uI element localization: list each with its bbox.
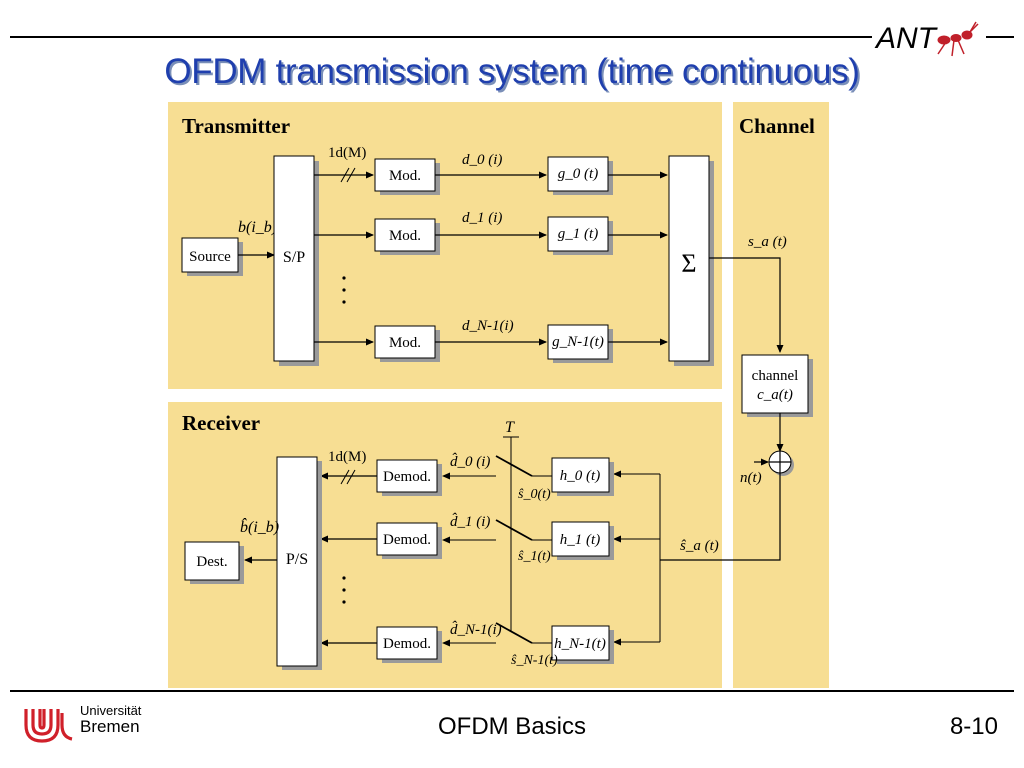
rx-filter-label-1: h_1 (t) <box>560 532 600 548</box>
mod-label-2: Mod. <box>389 335 421 351</box>
demod-block-2 <box>376 626 438 660</box>
sp-label: S/P <box>283 249 305 266</box>
receiver-panel <box>168 402 722 688</box>
rx-sample-2: ŝ_N-1(t) <box>511 653 558 668</box>
ant-logo: ANT <box>874 21 979 57</box>
sum-block <box>668 155 710 362</box>
rx-dot-1 <box>342 576 346 580</box>
tx-dot-3 <box>342 300 346 304</box>
tx-output-label: s_a (t) <box>748 234 787 250</box>
tx-filter-block-2 <box>547 324 609 360</box>
channel-label: Channel <box>739 114 815 138</box>
demod-label-2: Demod. <box>383 636 431 652</box>
mod-label-0: Mod. <box>389 168 421 184</box>
demod-block-1 <box>376 522 438 556</box>
transmitter-panel <box>168 102 722 389</box>
rx-symbol-1: d̂_1 (i) <box>450 513 490 530</box>
dest-block <box>184 541 240 581</box>
tx-bits-label: 1d(M) <box>328 145 366 161</box>
rx-filter-label-0: h_0 (t) <box>560 468 600 484</box>
tx-dot-1 <box>342 276 346 280</box>
footer-title: OFDM Basics <box>437 713 586 740</box>
sample-time-label: T <box>505 419 515 436</box>
rx-sample-0: ŝ_0(t) <box>518 487 551 502</box>
rx-output-signal: b̂(i_b) <box>240 517 279 536</box>
channel-block-line1: channel <box>752 368 799 384</box>
sp-block <box>273 155 315 362</box>
rx-filter-block-0 <box>551 457 610 493</box>
ps-block <box>276 456 318 667</box>
rx-sample-1: ŝ_1(t) <box>518 549 551 564</box>
mod-block-2 <box>374 325 436 359</box>
rx-dot-3 <box>342 600 346 604</box>
university-name: Universität Bremen <box>80 704 141 736</box>
tx-filter-label-0: g_0 (t) <box>558 166 598 182</box>
channel-block-line2: c_a(t) <box>757 387 793 403</box>
noise-label: n(t) <box>740 470 762 486</box>
rx-symbol-0: d̂_0 (i) <box>450 453 490 470</box>
page-number: 8-10 <box>949 713 998 740</box>
tx-dot-2 <box>342 288 346 292</box>
page-title: OFDM transmission system (time continuou… <box>164 52 860 91</box>
sum-label: Σ <box>681 249 696 278</box>
ant-logo-text: ANT <box>874 22 939 55</box>
tx-symbol-2: d_N-1(i) <box>462 318 514 334</box>
ant-insect-icon <box>937 21 979 57</box>
rx-input-label: ŝ_a (t) <box>680 538 719 554</box>
source-label: Source <box>189 249 231 265</box>
rx-symbol-2: d̂_N-1(i) <box>450 621 502 638</box>
demod-label-1: Demod. <box>383 532 431 548</box>
rx-bits-label: 1d(M) <box>328 449 366 465</box>
receiver-label: Receiver <box>182 411 260 435</box>
rx-filter-block-2 <box>551 625 610 661</box>
university-line-1: Universität <box>80 703 142 718</box>
tx-filter-block-0 <box>547 156 609 192</box>
university-logo-icon <box>24 709 73 743</box>
ps-label: P/S <box>286 551 308 568</box>
tx-filter-label-1: g_1 (t) <box>558 226 598 242</box>
mod-label-1: Mod. <box>389 228 421 244</box>
tx-filter-block-1 <box>547 216 609 252</box>
mod-block-0 <box>374 158 436 192</box>
bottom-rule <box>10 690 1014 692</box>
transmitter-label: Transmitter <box>182 114 290 138</box>
top-rule-right <box>986 36 1014 38</box>
tx-filter-label-2: g_N-1(t) <box>552 334 604 350</box>
tx-symbol-1: d_1 (i) <box>462 210 502 226</box>
top-rule-left <box>10 36 872 38</box>
dest-label: Dest. <box>196 554 227 570</box>
tx-symbol-0: d_0 (i) <box>462 152 502 168</box>
demod-label-0: Demod. <box>383 469 431 485</box>
rx-filter-block-1 <box>551 521 610 557</box>
rx-filter-label-2: h_N-1(t) <box>554 636 606 652</box>
rx-dot-2 <box>342 588 346 592</box>
university-line-2: Bremen <box>80 717 140 736</box>
input-signal-label: b(i_b) <box>238 219 277 236</box>
channel-block <box>741 354 809 414</box>
